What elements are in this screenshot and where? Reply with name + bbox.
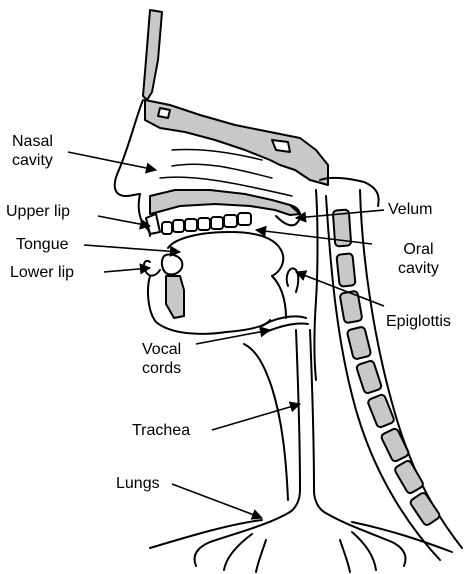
label-lower-lip: Lower lip [10, 263, 74, 282]
label-nasal-cavity-line2: cavity [12, 151, 53, 170]
lung-lower-right [340, 540, 350, 572]
bronchi-left-branch [224, 534, 252, 570]
leader-lungs [172, 484, 262, 518]
label-tongue: Tongue [16, 235, 69, 254]
label-oral-cavity: Oral cavity [398, 240, 439, 278]
nasal-bone [143, 10, 162, 100]
upper-teeth [146, 213, 251, 234]
lung-lower-left [256, 540, 266, 572]
label-epiglottis: Epiglottis [386, 312, 451, 331]
label-oral-cavity-line1: Oral [398, 240, 439, 259]
label-vocal-cords-line1: Vocal [142, 340, 181, 359]
label-nasal-cavity: Nasal cavity [12, 132, 53, 170]
hard-palate [150, 190, 300, 215]
label-nasal-cavity-line1: Nasal [12, 132, 53, 151]
lower-tooth [162, 254, 182, 274]
label-trachea: Trachea [132, 421, 190, 440]
pharynx-front [272, 276, 286, 318]
nose-outline [115, 100, 143, 196]
turbinate-2 [172, 164, 272, 178]
jaw-bone [166, 276, 184, 318]
label-velum: Velum [388, 200, 432, 219]
skull-base [145, 100, 328, 185]
trachea-right [310, 330, 324, 512]
tongue [168, 232, 283, 276]
bronchi-left [195, 512, 290, 566]
pharynx-back [315, 190, 318, 380]
bronchi-right-branch [352, 532, 376, 570]
label-vocal-cords-line2: cords [142, 359, 181, 378]
label-upper-lip: Upper lip [6, 202, 70, 221]
bronchi-right [324, 512, 406, 566]
label-oral-cavity-line2: cavity [398, 259, 439, 278]
leader-lower-lip [104, 268, 150, 272]
label-lungs: Lungs [116, 474, 160, 493]
trachea-left [290, 330, 300, 512]
leader-trachea [212, 404, 300, 430]
neck-front [244, 344, 288, 500]
leader-tongue [84, 245, 180, 252]
leader-nasal-cavity [68, 152, 156, 170]
sinus-patch-1 [158, 108, 170, 118]
label-vocal-cords: Vocal cords [142, 340, 181, 378]
